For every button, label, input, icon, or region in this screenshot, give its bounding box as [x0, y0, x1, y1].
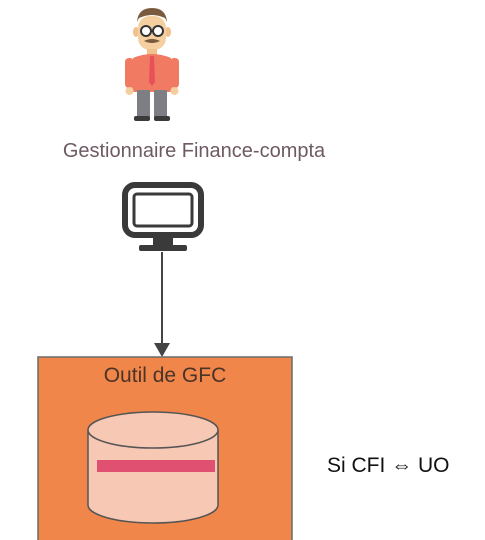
- role-label: Gestionnaire Finance-compta: [62, 140, 326, 162]
- monitor-icon: [122, 182, 204, 251]
- data-stripe: [97, 460, 215, 472]
- person-with-glasses-icon: [125, 8, 179, 121]
- database-cylinder-icon: [87, 411, 219, 524]
- note-text: Si CFI ⇔ UO: [327, 454, 450, 477]
- tool-title: Outil de GFC: [103, 364, 227, 387]
- flow-arrow: [154, 252, 170, 357]
